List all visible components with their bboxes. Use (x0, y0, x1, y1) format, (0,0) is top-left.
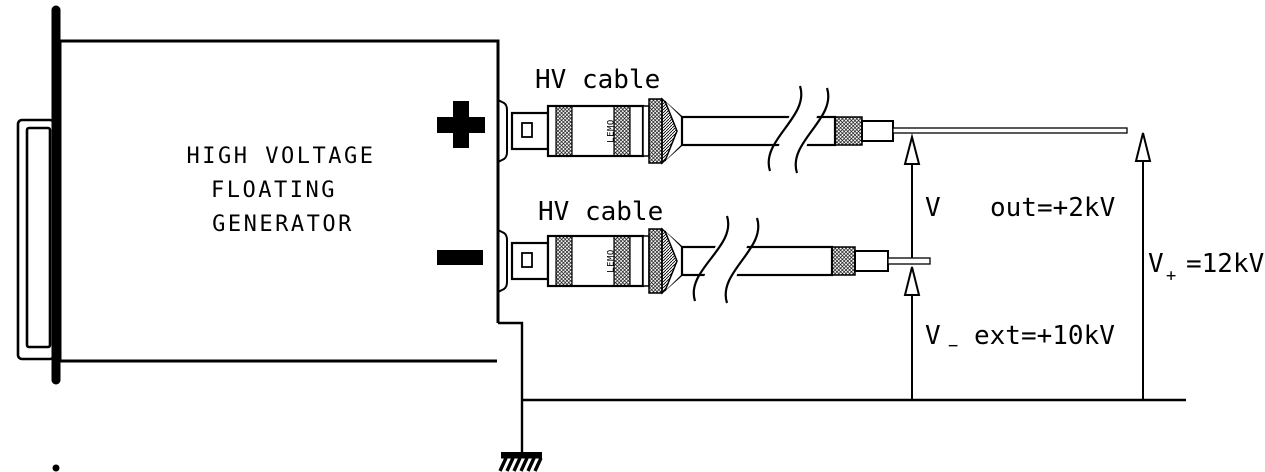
ground-symbol (498, 452, 543, 472)
cable-break-curve-left (767, 85, 803, 172)
v-out-label: V out=+2kV (925, 193, 1115, 223)
v-out-value: out=+2kV (990, 193, 1115, 223)
cable-break-gap (770, 86, 827, 173)
v-plus-arrow (1134, 132, 1152, 399)
rack-handle-inner (25, 126, 52, 349)
v-ext-value: ext=+10kV (974, 321, 1115, 351)
hv-cable-label-top: HV cable (535, 65, 660, 95)
ground-drop-wire (498, 321, 524, 452)
cable-tip (854, 250, 889, 272)
v-out-base: V (925, 193, 941, 223)
v-ext-subscript: − (948, 336, 958, 356)
generator-title-line2: FLOATING (211, 178, 337, 203)
cable-break-curve-right (794, 87, 830, 174)
hv-connector-bottom (496, 227, 684, 295)
v-plus-label: V + =12kV (1148, 249, 1264, 286)
v-plus-base: V (1148, 249, 1164, 279)
v-ext-base: V (925, 321, 941, 351)
cable-jacket (680, 245, 834, 277)
cable-tip (861, 120, 894, 142)
cable-ferrule (834, 116, 863, 146)
output-pin (887, 257, 931, 265)
positive-terminal-symbol (437, 101, 485, 148)
v-ext-arrow (903, 266, 921, 399)
hv-cable-top (680, 85, 1128, 174)
v-plus-value: =12kV (1186, 249, 1264, 279)
hv-cable-label-bottom: HV cable (538, 197, 663, 227)
generator-title-line3: GENERATOR (212, 212, 354, 237)
stray-mark (52, 464, 60, 472)
rack-handle-outer (16, 118, 56, 361)
cable-break-curve-left (692, 215, 730, 302)
v-out-arrow (903, 133, 921, 258)
cable-break-gap (695, 216, 757, 303)
output-wire (892, 127, 1128, 134)
v-ext-label: V − ext=+10kV (925, 321, 1115, 356)
cable-ferrule (831, 246, 856, 276)
negative-terminal-symbol (437, 250, 483, 265)
hv-cable-bottom (680, 215, 931, 304)
generator-title-line1: HIGH VOLTAGE (187, 144, 376, 169)
cable-break-curve-right (724, 217, 760, 304)
hv-connector-top (496, 97, 684, 165)
v-plus-subscript: + (1166, 266, 1176, 286)
